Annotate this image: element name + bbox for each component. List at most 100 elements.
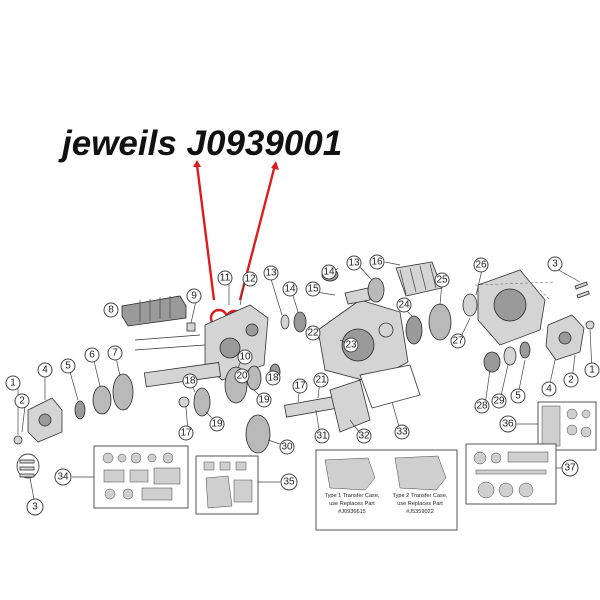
svg-text:13: 13 [348, 258, 360, 269]
svg-text:17: 17 [180, 428, 192, 439]
red-arrow-left [193, 160, 216, 301]
svg-text:24: 24 [398, 300, 410, 311]
svg-text:23: 23 [345, 340, 357, 351]
shift-boot-drawing [121, 295, 187, 327]
svg-text:37: 37 [564, 463, 576, 474]
callout-23: 23 [343, 337, 359, 353]
dash-line-1 [474, 281, 556, 286]
svg-text:8: 8 [108, 305, 114, 316]
callout-21: 21 [313, 372, 329, 388]
callout-4-left: 4 [37, 362, 53, 378]
svg-text:21: 21 [315, 375, 327, 386]
callout-3-right: 3 [547, 256, 563, 272]
washer-drawing [178, 396, 190, 408]
nut-drawing [13, 435, 23, 445]
callout-8: 8 [103, 302, 119, 318]
svg-text:5: 5 [65, 361, 71, 372]
svg-text:31: 31 [316, 431, 328, 442]
svg-text:14: 14 [284, 284, 296, 295]
callout-14-left: 14 [282, 281, 298, 297]
callout-9: 9 [186, 288, 202, 304]
shift-rails-drawing [134, 334, 206, 351]
note-box [315, 449, 458, 531]
seal-drawing [74, 400, 86, 420]
callout-16: 16 [369, 254, 385, 270]
callout-30: 30 [279, 439, 295, 455]
kit-box-37 [465, 443, 557, 505]
callout-34: 34 [54, 468, 72, 486]
svg-text:30: 30 [281, 442, 293, 453]
sprocket-drawing [92, 385, 112, 415]
svg-text:2: 2 [19, 396, 25, 407]
nut-1r-drawing [585, 320, 595, 330]
callout-2-right: 2 [563, 372, 579, 388]
callout-5-left: 5 [60, 358, 76, 374]
dash-line-2 [539, 289, 551, 301]
callout-3-left: 3 [26, 498, 44, 516]
svg-text:29: 29 [493, 396, 505, 407]
svg-text:18: 18 [267, 373, 279, 384]
kit-box-36 [537, 401, 597, 451]
bearing-26-drawing [462, 293, 478, 317]
svg-text:9: 9 [191, 291, 197, 302]
callout-22: 22 [305, 325, 321, 341]
callout-6: 6 [84, 347, 100, 363]
callout-1-right: 1 [584, 362, 600, 378]
callout-2-left: 2 [14, 393, 30, 409]
callout-27: 27 [450, 333, 466, 349]
callout-10: 10 [237, 349, 253, 365]
drive-gear-drawing [112, 373, 134, 411]
countergear-drawing [193, 387, 211, 417]
callout-4-right: 4 [541, 381, 557, 397]
callout-14-right: 14 [321, 264, 337, 280]
front-output-yoke-drawing [27, 397, 63, 443]
svg-text:33: 33 [396, 427, 408, 438]
rear-housing-drawing [477, 269, 546, 346]
seal-29-drawing [503, 346, 517, 366]
svg-text:11: 11 [220, 273, 231, 284]
gasket-33-drawing [359, 364, 421, 409]
headline-text: jeweils J0939001 [58, 124, 342, 163]
gear-30-drawing [245, 414, 271, 454]
rear-output-yoke-drawing [545, 314, 585, 361]
kit-box-34 [93, 445, 189, 509]
svg-text:35: 35 [283, 477, 295, 488]
callout-12: 12 [242, 271, 258, 287]
svg-text:28: 28 [476, 401, 488, 412]
gasket-32-drawing [329, 379, 371, 433]
note-type2-line2: use Replaces Part [397, 501, 443, 507]
shift-fork-drawing [344, 287, 371, 305]
callout-15: 15 [305, 281, 321, 297]
callout-13-left: 13 [263, 265, 279, 281]
callout-18-right: 18 [265, 370, 281, 386]
callout-18-left: 18 [182, 373, 198, 389]
svg-text:14: 14 [323, 267, 335, 278]
svg-text:3: 3 [552, 259, 558, 270]
callout-20: 20 [234, 368, 250, 384]
callout-5-right: 5 [510, 388, 526, 404]
callout-37: 37 [561, 459, 579, 477]
callout-28: 28 [474, 398, 490, 414]
svg-text:1: 1 [589, 365, 595, 376]
leader-3-left [29, 477, 35, 500]
callout-33: 33 [394, 424, 410, 440]
note-type2-line1: Type 2 Transfer Case, [392, 493, 447, 499]
callout-13-right: 13 [346, 255, 362, 271]
gear-25-drawing [428, 303, 452, 341]
bolts-3-left-drawing [16, 453, 40, 479]
svg-text:16: 16 [371, 257, 383, 268]
callout-19-right: 19 [256, 392, 272, 408]
callout-29: 29 [491, 393, 507, 409]
callout-17-right: 17 [292, 378, 308, 394]
callout-bubbles: 1 2 4 5 6 7 8 9 11 12 13 14 15 14 13 16 … [5, 254, 600, 491]
callout-31: 31 [314, 428, 330, 444]
bolts-3r-drawing [574, 281, 590, 299]
svg-text:27: 27 [452, 336, 464, 347]
callout-32: 32 [356, 428, 372, 444]
svg-text:26: 26 [475, 260, 487, 271]
svg-text:13: 13 [265, 268, 277, 279]
callout-26: 26 [473, 257, 489, 273]
svg-text:20: 20 [236, 371, 248, 382]
callout-7: 7 [107, 345, 123, 361]
